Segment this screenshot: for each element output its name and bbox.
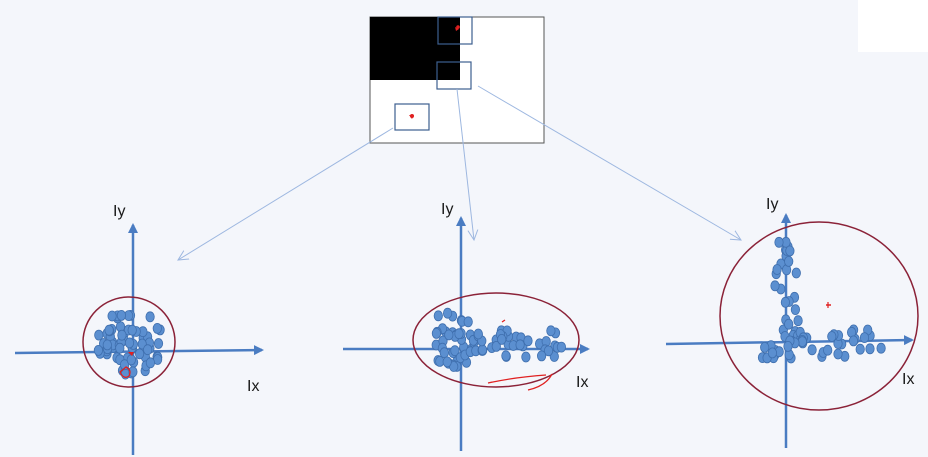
data-point [473,328,483,340]
data-point [145,357,155,369]
data-point [143,344,153,356]
data-point [767,347,778,359]
x-axis-label: Ix [902,371,914,388]
data-point [543,345,554,357]
arrow-to-edge-plot [456,88,474,240]
source-image [369,16,545,144]
y-axis-label: Iy [441,201,453,218]
data-point [774,236,784,248]
data-point [783,340,793,352]
data-point [116,309,127,321]
data-point [556,341,567,353]
plot-corner: Iy Ix [665,196,919,448]
arrow-to-flat-plot [178,127,394,260]
plot-flat: Iy Ix [14,203,264,455]
data-point [463,316,473,328]
data-point [807,344,817,356]
data-point [477,344,488,356]
data-point [785,245,795,257]
data-point [104,324,114,336]
data-point [102,339,112,351]
data-point [501,350,511,362]
data-point [444,329,454,341]
patch-marker-flat [409,114,414,119]
plot-edge: Iy Ix [343,201,590,451]
patch-box-edge [436,61,472,90]
data-point [823,344,833,356]
data-point [115,342,125,354]
data-point [859,332,870,344]
patch-box-flat [394,103,430,131]
data-point [790,304,801,316]
data-point [442,307,453,319]
data-point [152,322,162,334]
data-points [431,307,567,372]
data-point [491,340,501,352]
patch-box-corner [437,16,473,45]
data-point [145,311,155,323]
data-point [827,331,837,342]
data-point [442,356,452,368]
handwritten-marks [826,302,831,308]
y-axis-label: Iy [766,196,778,213]
data-point [791,267,801,279]
distribution-ellipse [412,292,580,388]
data-point [497,333,507,345]
data-point [153,338,164,349]
data-point [833,348,843,360]
patch-marker-corner [455,25,460,31]
handwritten-marks [119,352,134,378]
dark-region [370,17,460,80]
data-point [784,255,794,267]
data-point [876,342,886,354]
distribution-ellipse [82,296,176,388]
data-point [760,341,770,353]
data-points [757,236,886,364]
data-point [454,328,464,340]
data-points [93,309,165,380]
data-point [124,337,135,349]
data-point [431,327,441,339]
data-point [127,324,137,336]
data-point [770,280,780,292]
data-point [94,329,104,341]
y-axis-label: Iy [113,203,125,220]
data-point [135,348,145,360]
data-point [855,343,865,355]
data-point [107,310,117,322]
data-point [515,339,525,351]
data-point [793,315,803,327]
data-point [865,343,875,355]
data-point [439,347,449,359]
data-point [128,366,138,378]
data-point [93,344,104,356]
data-point [784,318,794,330]
data-point [848,335,859,347]
data-point [536,350,547,362]
data-point [126,354,136,366]
data-point [772,264,782,275]
data-point [521,351,531,363]
data-point [117,329,127,341]
connector-arrows [178,85,741,260]
data-point [546,325,556,337]
arrow-to-corner-plot [477,85,741,240]
corner-white-box [858,0,928,52]
x-axis-label: Ix [576,374,588,391]
distribution-ellipse [719,221,919,411]
data-point [523,335,533,347]
x-axis-label: Ix [247,378,259,395]
data-point [450,345,460,357]
handwritten-marks [487,319,553,391]
data-point [433,310,443,322]
data-point [780,296,791,308]
